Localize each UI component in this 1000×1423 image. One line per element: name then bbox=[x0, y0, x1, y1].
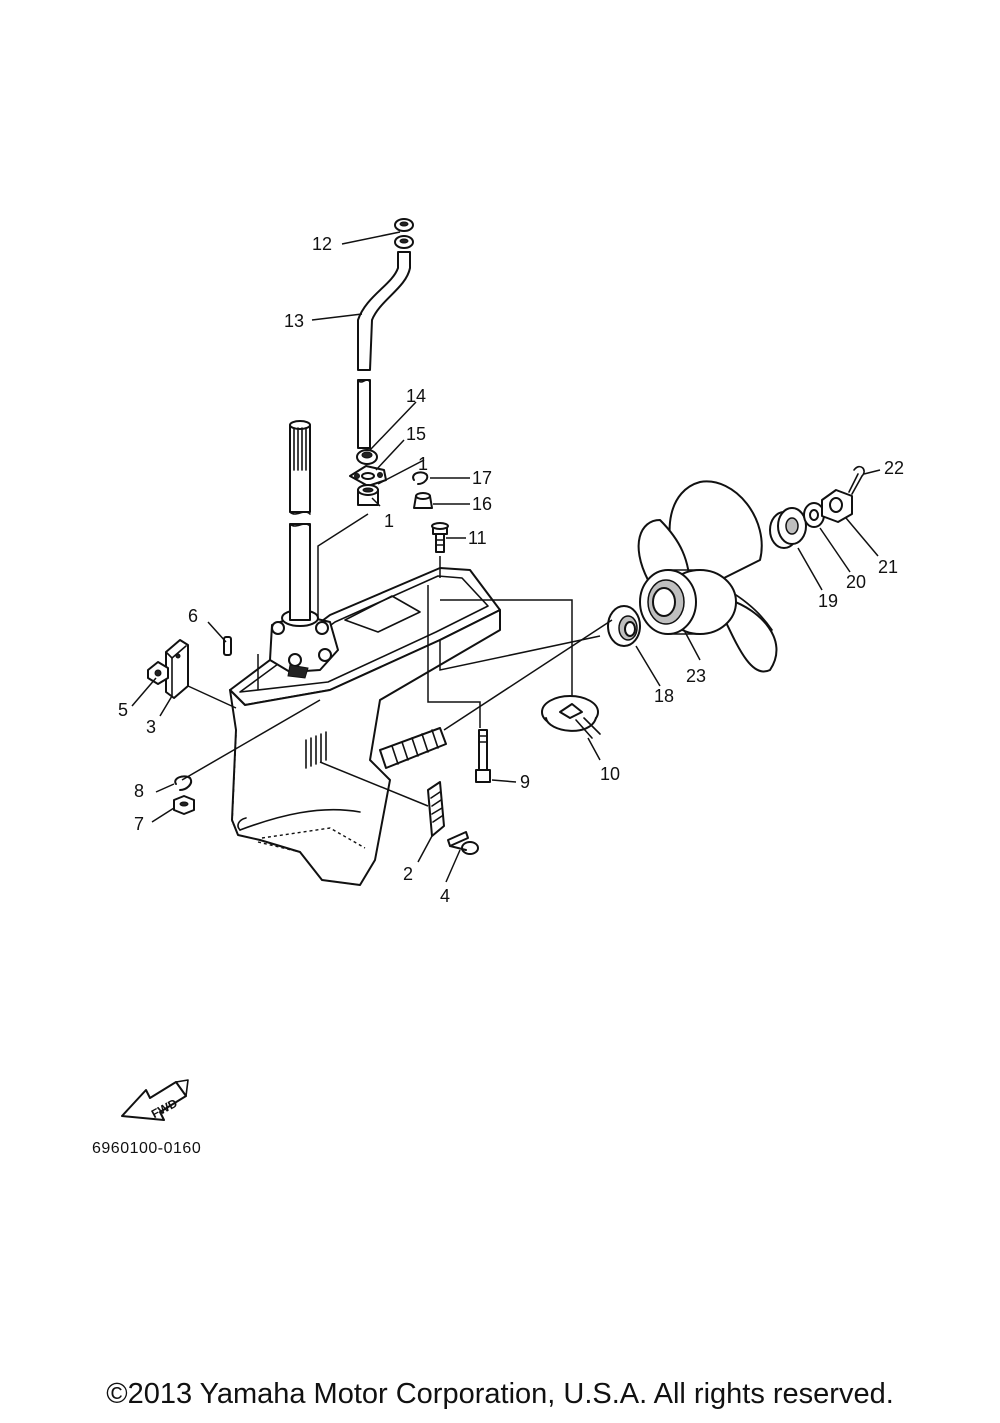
callout-17: 17 bbox=[472, 468, 492, 488]
screw-4 bbox=[447, 831, 479, 855]
trim-tab-2 bbox=[427, 781, 445, 837]
spacer-19 bbox=[769, 507, 807, 549]
callout-1a: 1 bbox=[418, 454, 428, 474]
callout-7: 7 bbox=[134, 814, 144, 834]
grommet-14 bbox=[356, 449, 378, 465]
callout-13: 13 bbox=[284, 311, 304, 331]
diagram-code: 6960100-0160 bbox=[92, 1140, 202, 1157]
callout-23: 23 bbox=[686, 666, 706, 686]
nut-21 bbox=[821, 489, 853, 523]
drive-shaft bbox=[289, 420, 311, 621]
callout-1b: 1 bbox=[384, 511, 394, 531]
callout-14: 14 bbox=[406, 386, 426, 406]
callout-18: 18 bbox=[654, 686, 674, 706]
washer-20 bbox=[803, 502, 825, 528]
propeller-23 bbox=[637, 480, 778, 673]
water-inlet-slots bbox=[305, 731, 327, 769]
callout-12: 12 bbox=[312, 234, 332, 254]
grommet-12 bbox=[394, 218, 414, 249]
callout-15: 15 bbox=[406, 424, 426, 444]
callout-2: 2 bbox=[403, 864, 413, 884]
nut-5 bbox=[147, 661, 169, 685]
callout-4: 4 bbox=[440, 886, 450, 906]
callout-9: 9 bbox=[520, 772, 530, 792]
callout-labels: 12 13 14 15 1 17 16 1 11 22 21 20 19 23 … bbox=[118, 234, 904, 906]
callout-11: 11 bbox=[468, 528, 487, 548]
callout-8: 8 bbox=[134, 781, 144, 801]
bolt-11 bbox=[431, 522, 449, 553]
plate-15 bbox=[349, 465, 387, 487]
spacer-18 bbox=[607, 605, 641, 647]
washer-17 bbox=[412, 471, 429, 485]
water-tube bbox=[357, 251, 411, 449]
nut-7 bbox=[173, 795, 195, 815]
callout-10: 10 bbox=[600, 764, 620, 784]
callout-5: 5 bbox=[118, 700, 128, 720]
bolt-9 bbox=[475, 729, 491, 783]
callout-6: 6 bbox=[188, 606, 198, 626]
callout-22: 22 bbox=[884, 458, 904, 478]
anode-3 bbox=[165, 639, 189, 699]
lower-casing bbox=[229, 567, 501, 886]
callout-21: 21 bbox=[878, 557, 898, 577]
cotter-pin-22 bbox=[848, 465, 865, 495]
pin-6 bbox=[223, 636, 232, 656]
cover-10 bbox=[541, 695, 601, 739]
callout-16: 16 bbox=[472, 494, 492, 514]
callout-3: 3 bbox=[146, 717, 156, 737]
callout-19: 19 bbox=[818, 591, 838, 611]
leader-lines bbox=[131, 231, 881, 883]
callout-20: 20 bbox=[846, 572, 866, 592]
fwd-arrow-icon: FWD bbox=[121, 1079, 189, 1121]
nut-16 bbox=[413, 492, 433, 509]
washer-8 bbox=[174, 775, 192, 791]
copyright-notice: ©2013 Yamaha Motor Corporation, U.S.A. A… bbox=[106, 1378, 894, 1410]
